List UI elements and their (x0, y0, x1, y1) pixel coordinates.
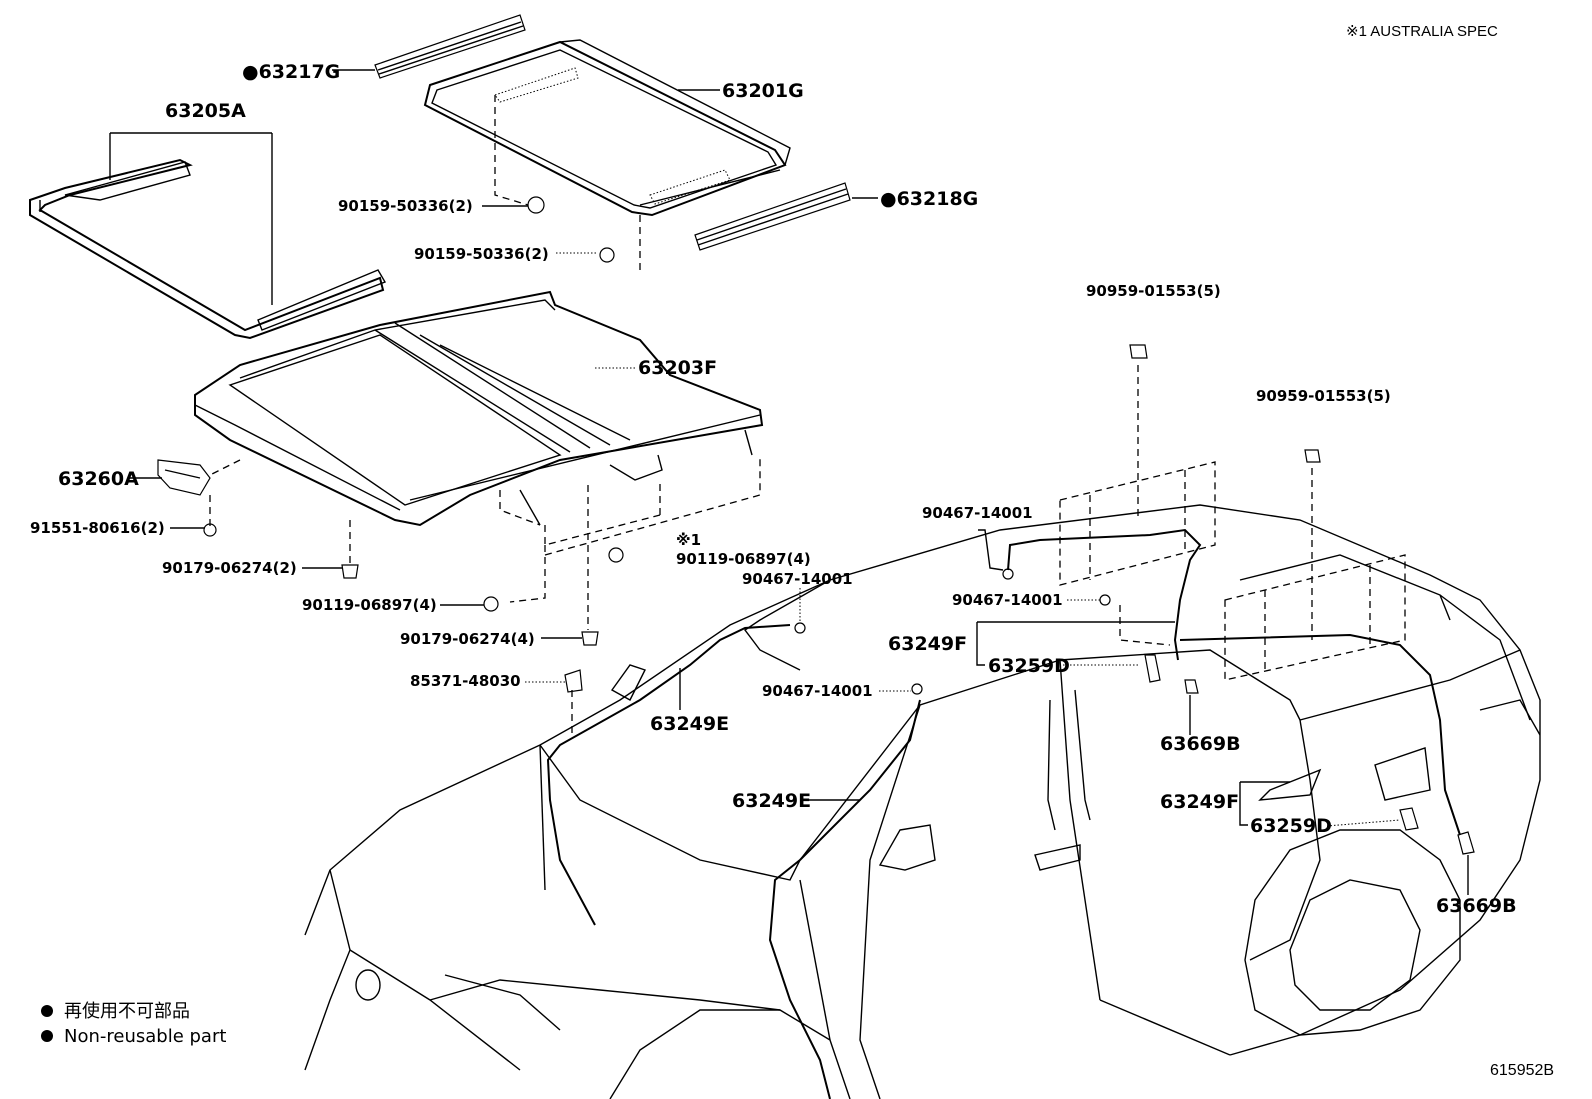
car-body (304, 504, 1541, 1099)
label-90119-right: 90119-06897(4) (676, 550, 811, 568)
sunshade-frame-63205A (29, 158, 387, 340)
label-63249F-rear: 63249F (1160, 791, 1239, 813)
label-90159-bottom: 90159-50336(2) (414, 245, 549, 263)
label-90179-left: 90179-06274(2) (162, 559, 297, 577)
label-63217G: ●63217G (242, 61, 340, 83)
label-63249F-front: 63249F (888, 633, 967, 655)
weatherstrip-63217G (374, 14, 526, 79)
label-63205A: 63205A (165, 100, 246, 122)
label-63249E-top: 63249E (650, 713, 729, 735)
note-1-marker: ※1 (676, 531, 701, 549)
label-91551: 91551-80616(2) (30, 519, 165, 537)
illustration-code: 615952B (1490, 1062, 1554, 1079)
weatherstrip-63218G (694, 182, 851, 251)
label-85371: 85371-48030 (410, 672, 521, 690)
sunroof-glass-63201G (423, 39, 791, 217)
label-63669B-rear: 63669B (1436, 895, 1517, 917)
legend-bullet-1 (41, 1005, 53, 1017)
label-90467-b: 90467-14001 (922, 504, 1033, 522)
label-63259D-rear: 63259D (1250, 815, 1332, 837)
legend-line-2: Non-reusable part (64, 1026, 226, 1047)
label-63669B-front: 63669B (1160, 733, 1241, 755)
label-90959-left: 90959-01553(5) (1086, 282, 1221, 300)
label-90159-top: 90159-50336(2) (338, 197, 473, 215)
label-63259D-front: 63259D (988, 655, 1070, 677)
legend-line-1: 再使用不可部品 (64, 1001, 190, 1022)
label-90467-a: 90467-14001 (742, 570, 853, 588)
legend-bullet-2 (41, 1030, 53, 1042)
label-90467-d: 90467-14001 (762, 682, 873, 700)
part-labels: ※1 AUSTRALIA SPEC ●63217G 63201G 63205A … (30, 23, 1517, 917)
label-63249E-bottom: 63249E (732, 790, 811, 812)
label-63201G: 63201G (722, 80, 804, 102)
legend: 再使用不可部品 Non-reusable part (41, 1001, 226, 1047)
sunroof-housing-63203F (194, 290, 764, 527)
label-90179-right: 90179-06274(4) (400, 630, 535, 648)
label-63260A: 63260A (58, 468, 139, 490)
label-90959-right: 90959-01553(5) (1256, 387, 1391, 405)
fasteners (203, 196, 1475, 855)
spec-note: ※1 AUSTRALIA SPEC (1346, 23, 1498, 40)
motor-63260A (157, 459, 211, 496)
label-63203F: 63203F (638, 357, 717, 379)
drain-hoses (546, 528, 1461, 1099)
label-90119-left: 90119-06897(4) (302, 596, 437, 614)
label-63218G: ●63218G (880, 188, 978, 210)
label-90467-c: 90467-14001 (952, 591, 1063, 609)
leader-lines (109, 69, 1469, 895)
